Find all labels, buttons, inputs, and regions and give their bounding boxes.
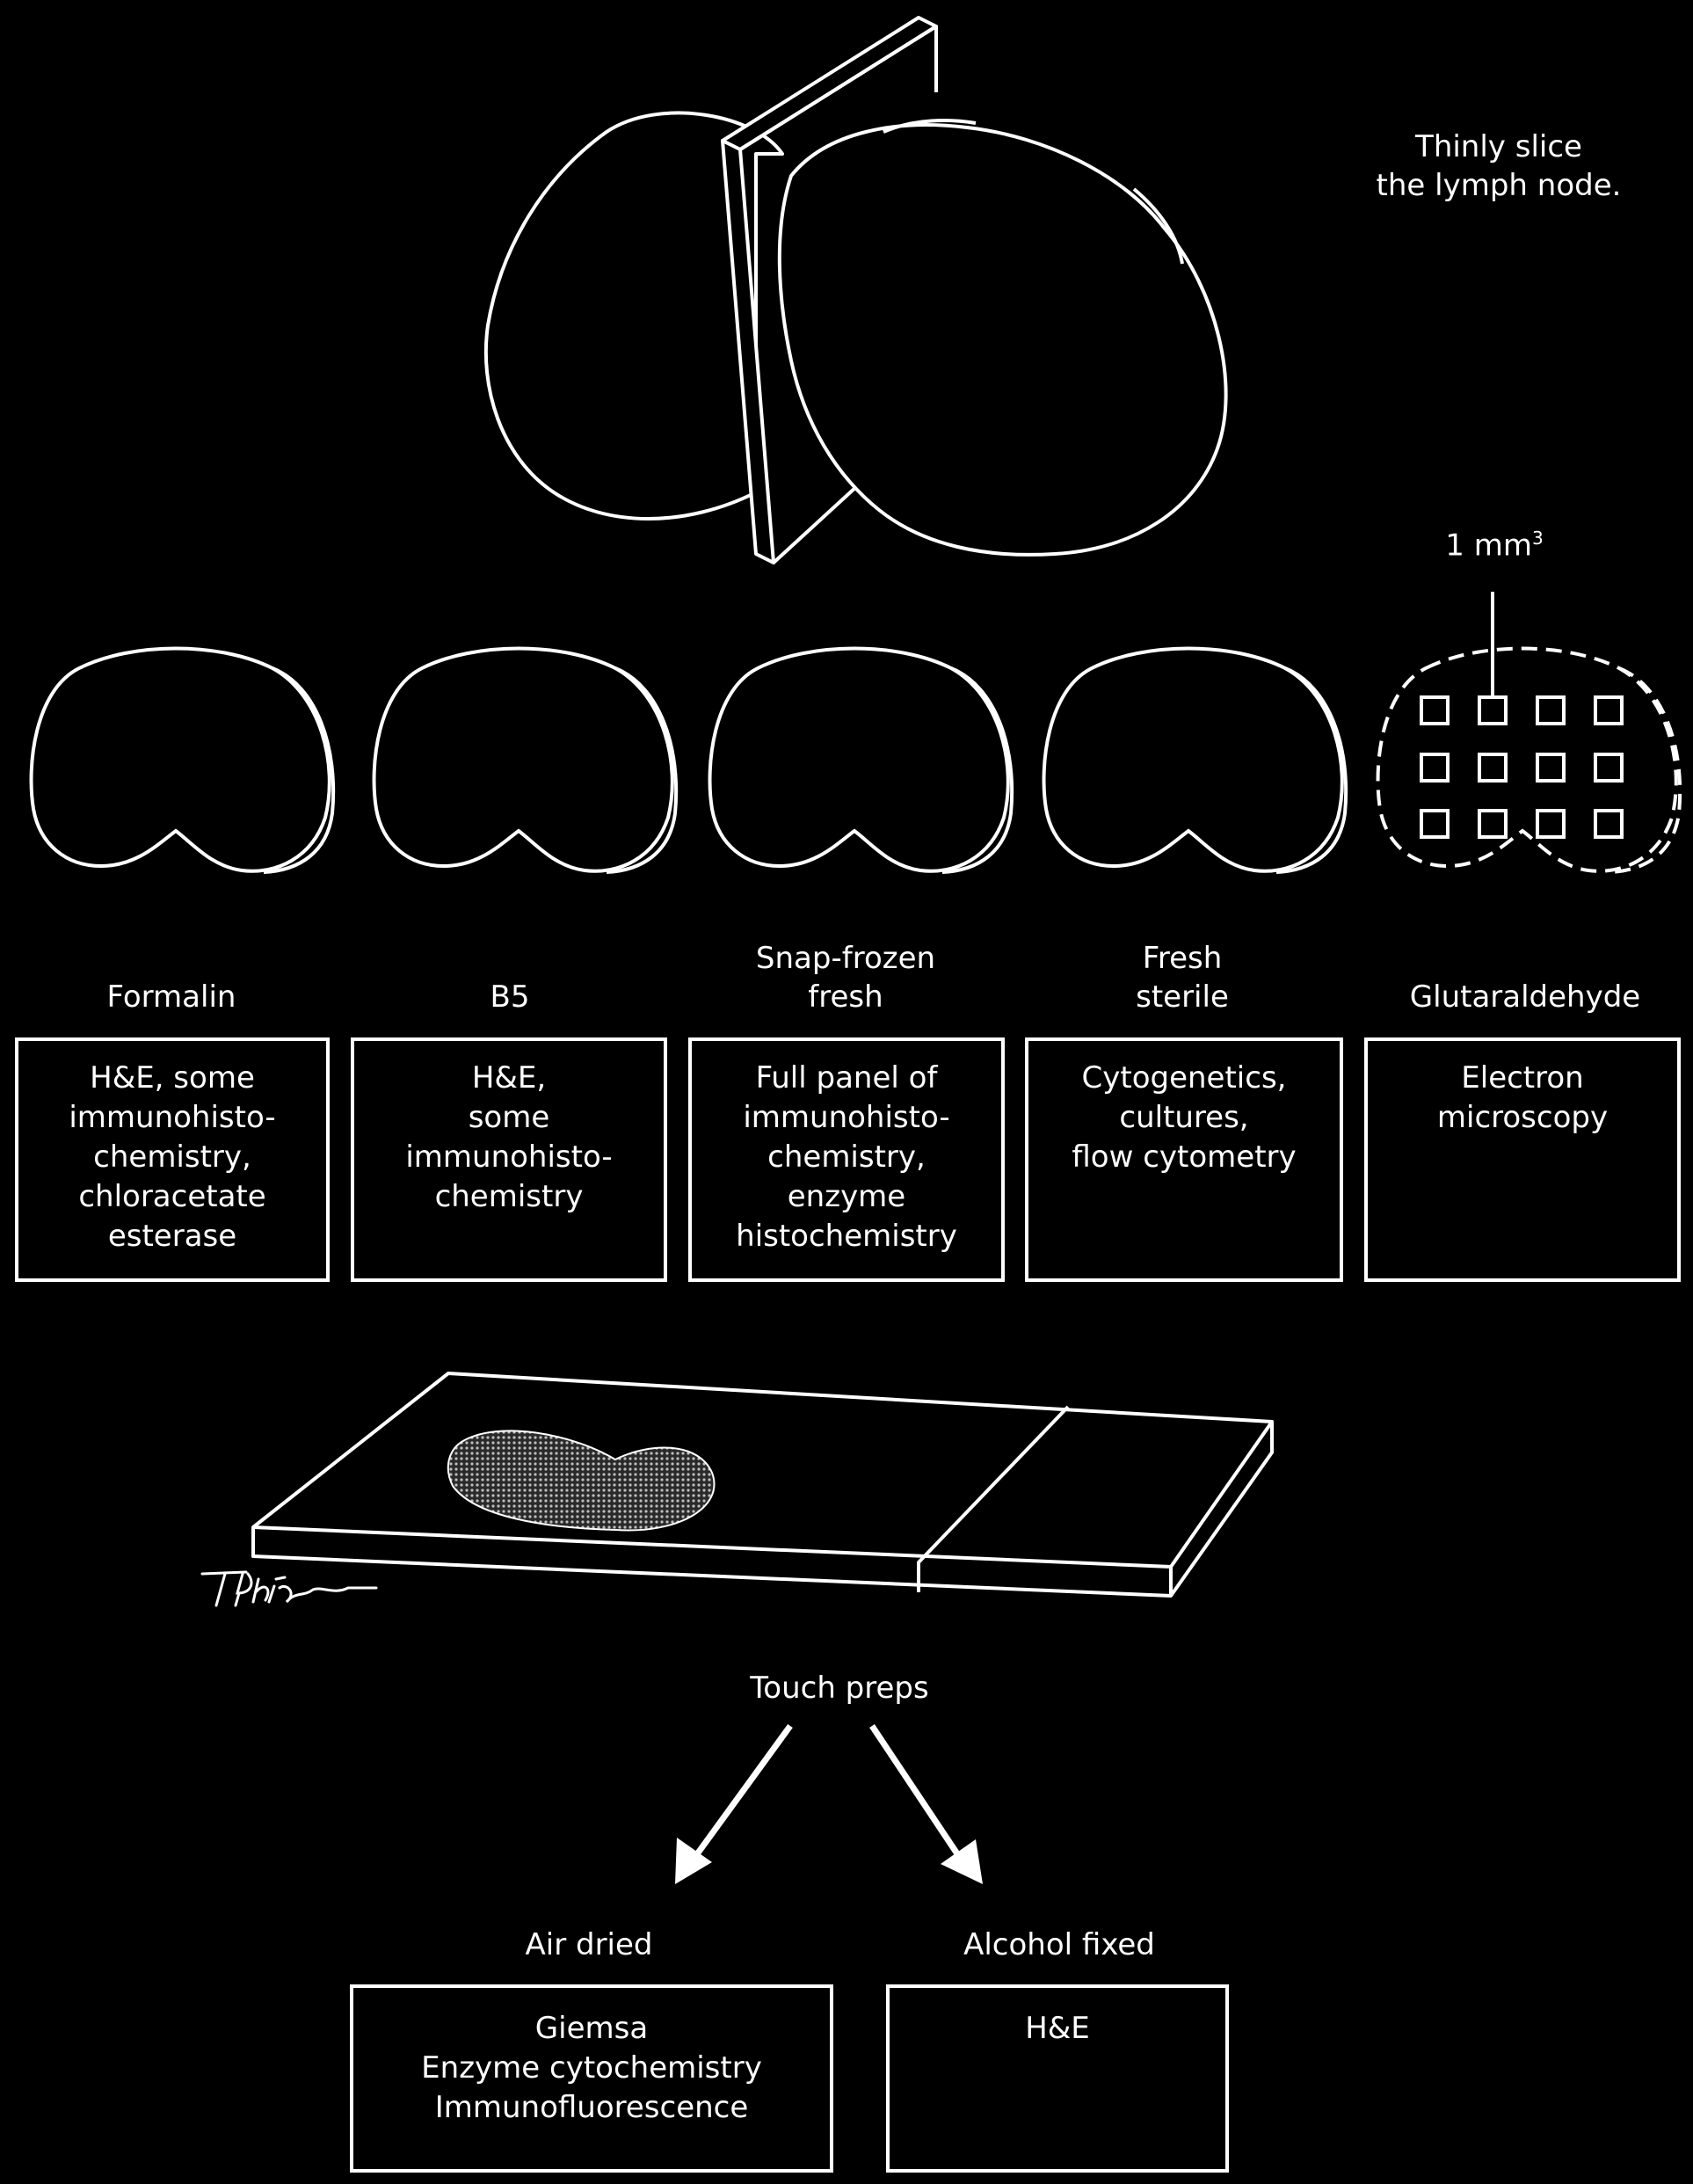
- arrows: [675, 1723, 983, 1884]
- node-left-half: [483, 111, 784, 521]
- lymph-node-slicing: [483, 16, 1228, 564]
- alcohol-fixed-box: H&E: [886, 1984, 1229, 2173]
- slicing-instruction: Thinly slice the lymph node.: [1376, 129, 1622, 203]
- uses-text-formalin: H&E, some immunohisto- chemistry, chlora…: [69, 1060, 276, 1254]
- cube-size-label: 1 mm3: [1424, 528, 1565, 563]
- slice-b5: [372, 646, 674, 873]
- node-slices: [29, 646, 1682, 874]
- arrow-to-alcohol-fixed: [869, 1724, 963, 1860]
- uses-text-glutaraldehyde: Electron microscopy: [1436, 1060, 1609, 1135]
- uses-box-formalin: H&E, some immunohisto- chemistry, chlora…: [15, 1037, 330, 1282]
- touch-preps-label: Touch preps: [750, 1671, 929, 1706]
- glass-slide: [251, 1372, 1274, 1598]
- uses-text-fresh-sterile: Cytogenetics, cultures, flow cytometry: [1072, 1060, 1297, 1175]
- artist-signature: [200, 1570, 378, 1607]
- uses-box-b5: H&E, some immunohisto- chemistry: [351, 1037, 667, 1282]
- uses-text-b5: H&E, some immunohisto- chemistry: [405, 1060, 613, 1214]
- arrow-to-air-dried: [692, 1723, 793, 1860]
- air-dried-label: Air dried: [525, 1927, 653, 1962]
- air-dried-uses: Giemsa Enzyme cytochemistry Immunofluore…: [421, 2011, 762, 2125]
- node-right-half: [777, 123, 1228, 557]
- slice-glutaraldehyde: [1376, 646, 1682, 874]
- fixative-label-b5: B5: [490, 979, 530, 1015]
- fixative-label-formalin: Formalin: [106, 979, 236, 1015]
- slice-formalin: [29, 646, 331, 873]
- alcohol-fixed-label: Alcohol fixed: [963, 1927, 1155, 1962]
- uses-text-snap-frozen: Full panel of immunohisto- chemistry, en…: [736, 1060, 957, 1254]
- uses-box-snap-frozen: Full panel of immunohisto- chemistry, en…: [688, 1037, 1005, 1282]
- fixative-label-snap-frozen: Snap-frozen fresh: [755, 941, 936, 1015]
- touch-prep-smear: [447, 1430, 716, 1532]
- uses-box-glutaraldehyde: Electron microscopy: [1364, 1037, 1681, 1282]
- fixative-label-glutaraldehyde: Glutaraldehyde: [1409, 979, 1641, 1015]
- cube-size-exponent: 3: [1531, 528, 1544, 549]
- fixative-label-fresh-sterile: Fresh sterile: [1136, 941, 1229, 1015]
- slice-fresh-sterile: [1042, 646, 1344, 873]
- alcohol-fixed-uses: H&E: [1025, 2011, 1090, 2046]
- uses-box-fresh-sterile: Cytogenetics, cultures, flow cytometry: [1025, 1037, 1343, 1282]
- cube-grid: [1420, 592, 1624, 839]
- cube-size-text: 1 mm: [1445, 528, 1532, 564]
- air-dried-box: Giemsa Enzyme cytochemistry Immunofluore…: [350, 1984, 833, 2173]
- slice-snap-frozen: [708, 646, 1010, 873]
